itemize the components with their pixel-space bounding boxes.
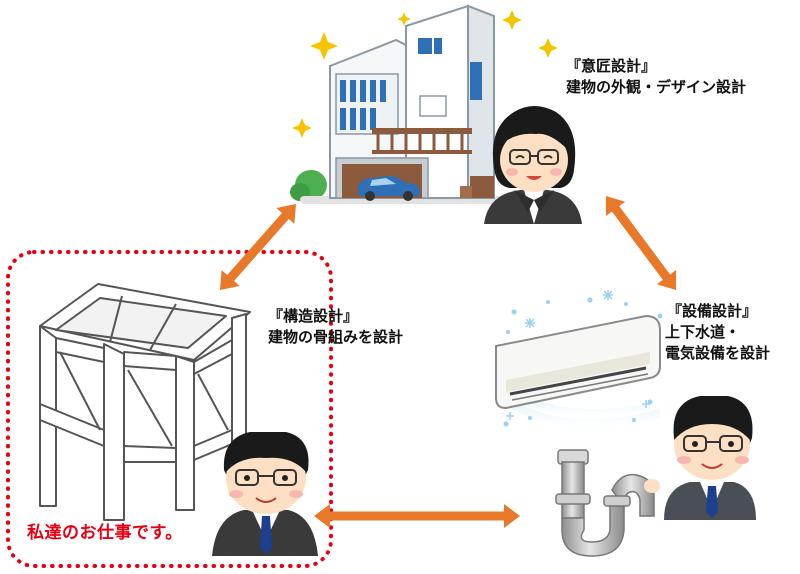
equipment-role-line2: 電気設備を設計 [665, 344, 771, 362]
drain-pipe-icon [555, 449, 655, 557]
air-conditioner-icon [495, 290, 663, 429]
design-role-description: 建物の外観・デザイン設計 [566, 78, 747, 96]
arrow-house-structure [220, 204, 296, 290]
design-role-title: 『意匠設計』 [566, 57, 657, 75]
structure-role-description: 建物の骨組みを設計 [268, 328, 404, 346]
caption-text: 私達のお仕事です。 [27, 523, 183, 543]
equipment-role-title: 『設備設計』 [667, 302, 758, 320]
structure-role-label: 『構造設計』 建物の骨組みを設計 [268, 306, 403, 348]
equipment-role-label: 『設備設計』 上下水道・ 電気設備を設計 [665, 301, 770, 364]
building-frame-icon [39, 283, 251, 521]
female-designer-icon [484, 106, 582, 224]
male-engineer-icon [644, 396, 756, 520]
design-role-label: 『意匠設計』 建物の外観・デザイン設計 [566, 56, 746, 98]
modern-house-icon [290, 4, 558, 204]
structure-role-title: 『構造設計』 [268, 307, 359, 325]
arrow-structure-equipment [314, 504, 520, 528]
dotted-frame [6, 250, 333, 568]
equipment-role-line1: 上下水道・ [665, 323, 741, 341]
arrow-house-equipment [605, 196, 677, 290]
male-engineer-icon [212, 432, 318, 556]
